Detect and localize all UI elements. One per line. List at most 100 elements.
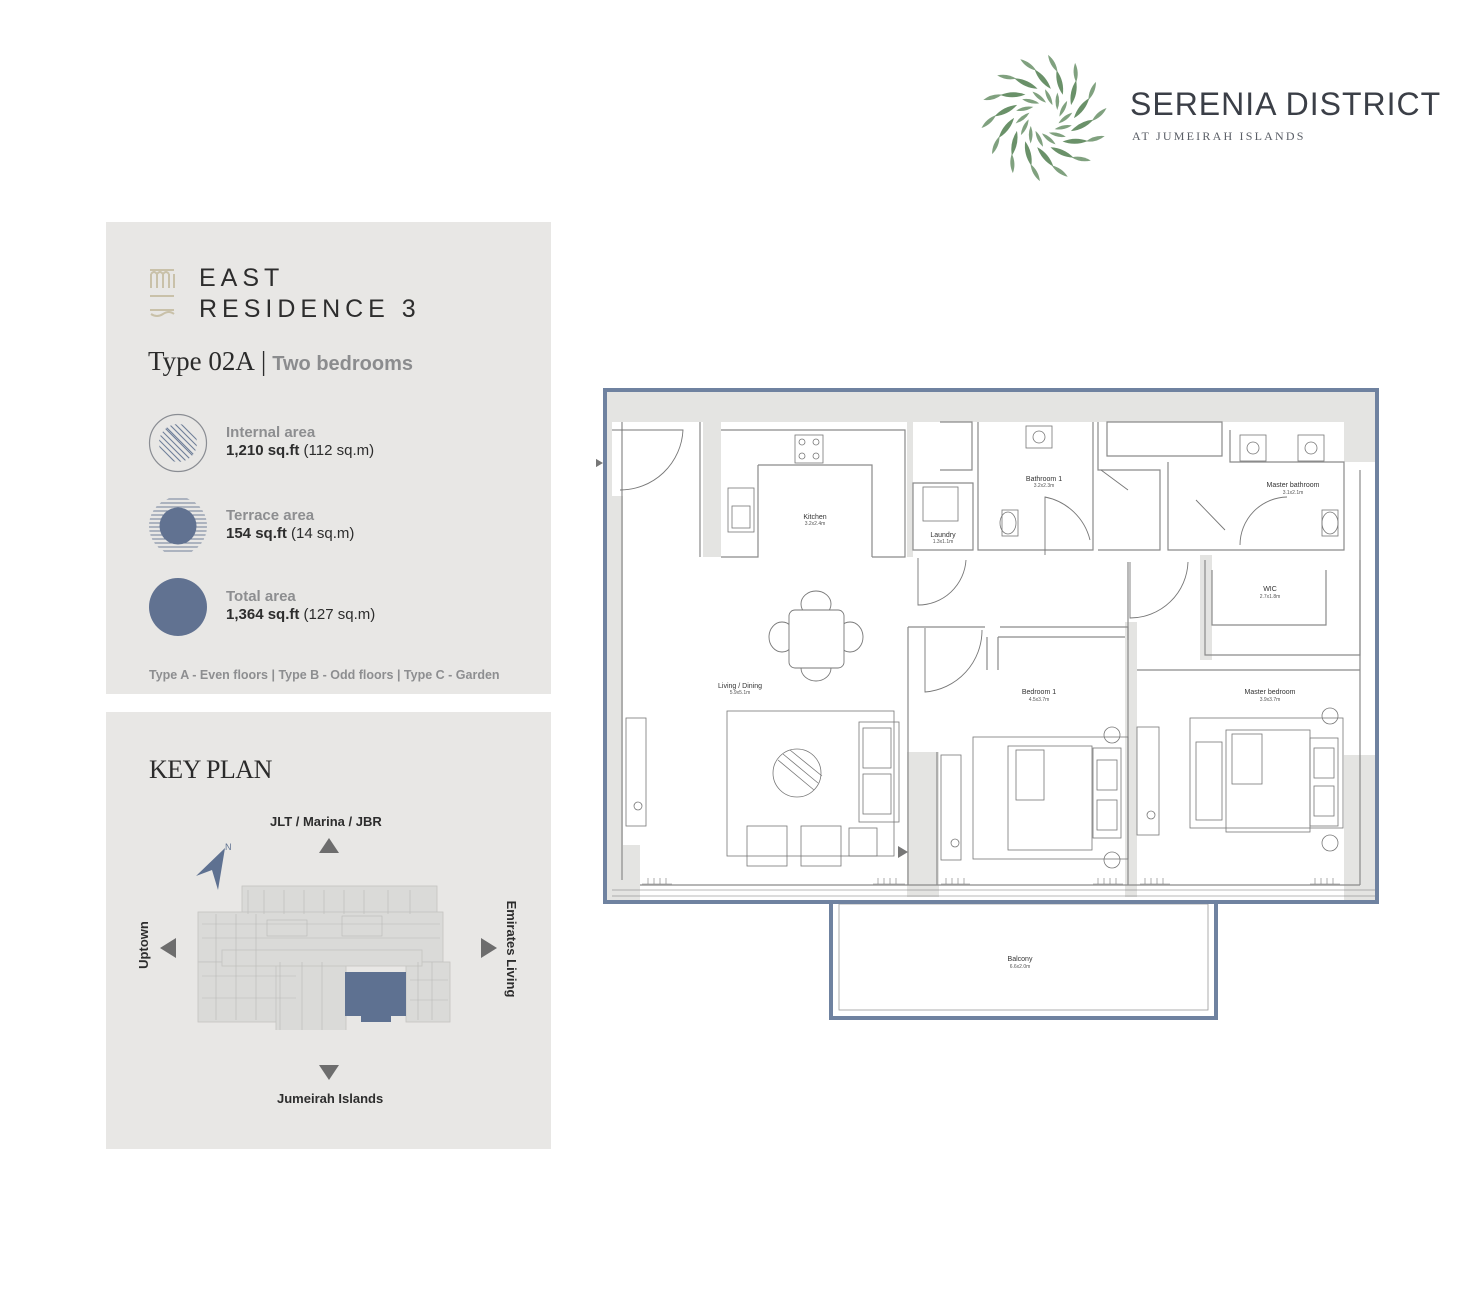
total-area-label: Total area xyxy=(226,588,296,605)
logo-leaf xyxy=(1022,98,1040,104)
total-area-sqft: 1,364 sq.ft xyxy=(226,606,300,623)
north-compass-icon: N xyxy=(196,842,232,890)
arrow-left-icon xyxy=(160,938,176,958)
logo-leaf xyxy=(1073,62,1078,83)
key-plan-east-label: Emirates Living xyxy=(504,900,519,998)
logo-leaf xyxy=(998,117,1015,138)
logo-leaf xyxy=(1011,130,1018,156)
logo-leaf xyxy=(1015,112,1030,124)
key-plan-west-label: Uptown xyxy=(136,921,151,969)
logo-leaf xyxy=(1048,132,1066,138)
terrace-area-value: 154 sq.ft (14 sq.m) xyxy=(226,525,354,542)
room-laundry-dim: 1.3x1.1m xyxy=(933,539,954,545)
logo-leaf xyxy=(1070,80,1077,106)
unit-type-separator: | xyxy=(260,346,267,376)
key-plan-map xyxy=(197,885,451,1030)
logo-leaf xyxy=(1070,119,1094,132)
logo-leaf xyxy=(1055,92,1060,111)
logo-leaf xyxy=(1054,124,1072,130)
logo-leaf xyxy=(1020,59,1037,71)
logo-leaf xyxy=(992,136,1000,155)
entrance-arrow-icon xyxy=(596,458,603,468)
room-bedroom1-dim: 4.5x3.7m xyxy=(1029,697,1050,703)
room-balcony-dim: 6.6x2.0m xyxy=(1010,964,1031,970)
logo-leaf xyxy=(1056,70,1064,95)
logo-leaf xyxy=(1024,141,1032,166)
room-laundry: Laundry xyxy=(930,532,956,539)
terrace-area-label: Terrace area xyxy=(226,507,315,524)
room-bedroom1: Bedroom 1 xyxy=(1022,689,1056,696)
logo-leaf xyxy=(1014,78,1038,89)
logo-leaf xyxy=(1035,130,1043,147)
key-plan-title: KEY PLAN xyxy=(149,755,272,784)
logo-leaf xyxy=(1000,92,1026,98)
building-mark-icon xyxy=(150,269,175,317)
room-master-bathroom-dim: 3.1x2.1m xyxy=(1283,490,1304,496)
unit-bedrooms: Two bedrooms xyxy=(272,353,413,375)
logo-leaf xyxy=(981,115,996,129)
logo-leaf xyxy=(1088,81,1096,100)
internal-area-icon xyxy=(148,413,208,473)
building-name-line1: EAST xyxy=(199,264,285,292)
logo-leaf xyxy=(983,94,1002,101)
logo-leaf xyxy=(1048,54,1058,72)
logo-leaf xyxy=(1034,69,1051,89)
type-note: Type A - Even floors | Type B - Odd floo… xyxy=(149,668,500,682)
key-plan-north-label: JLT / Marina / JBR xyxy=(270,814,382,829)
room-living-dim: 5.9x5.1m xyxy=(730,690,751,696)
unit-type-row: Type 02A|Two bedrooms xyxy=(148,346,413,377)
room-kitchen-dim: 3.2x2.4m xyxy=(805,521,826,527)
logo-leaf xyxy=(1037,147,1054,167)
building-name-line2: RESIDENCE 3 xyxy=(199,295,421,323)
internal-area-value: 1,210 sq.ft (112 sq.m) xyxy=(226,442,374,459)
terrace-area-icon xyxy=(149,498,207,552)
room-master-bedroom-dim: 3.9x3.7m xyxy=(1260,697,1281,703)
internal-area-sqft: 1,210 sq.ft xyxy=(226,442,300,459)
compass-n-label: N xyxy=(225,842,232,852)
room-master-bathroom: Master bathroom xyxy=(1267,482,1320,489)
logo-leaf xyxy=(1086,135,1105,142)
logo-leaf xyxy=(1032,91,1047,103)
total-area-sqm: (127 sq.m) xyxy=(303,606,376,623)
serenia-logo-icon xyxy=(981,54,1107,182)
logo-leaf xyxy=(1050,147,1074,158)
room-bathroom1-dim: 3.2x2.3m xyxy=(1034,483,1055,489)
room-living: Living / Dining xyxy=(718,683,762,690)
arrow-up-icon xyxy=(319,838,339,853)
logo-leaf xyxy=(1020,119,1029,136)
room-master-bedroom: Master bedroom xyxy=(1245,689,1296,696)
room-kitchen: Kitchen xyxy=(803,514,826,521)
terrace-area-sqft: 154 sq.ft xyxy=(226,525,287,542)
brand-subtitle: AT JUMEIRAH ISLANDS xyxy=(1132,129,1306,143)
room-bathroom1: Bathroom 1 xyxy=(1026,476,1062,483)
logo-leaf xyxy=(1041,133,1056,145)
logo-leaf xyxy=(994,104,1018,117)
logo-leaf xyxy=(1016,106,1034,112)
total-area-value: 1,364 sq.ft (127 sq.m) xyxy=(226,606,375,623)
room-wic-dim: 2.7x1.8m xyxy=(1260,594,1281,600)
internal-area-label: Internal area xyxy=(226,424,316,441)
logo-leaf xyxy=(1058,112,1073,124)
brand-title: SERENIA DISTRICT xyxy=(1130,86,1442,122)
logo-leaf xyxy=(1045,89,1053,106)
key-plan-south-label: Jumeirah Islands xyxy=(277,1091,384,1106)
terrace-area-sqm: (14 sq.m) xyxy=(291,525,355,542)
logo-leaf xyxy=(1028,125,1033,144)
arrow-right-icon xyxy=(481,938,497,958)
logo-leaf xyxy=(1059,100,1068,117)
arrow-down-icon xyxy=(319,1065,339,1080)
total-area-icon xyxy=(149,578,207,636)
logo-leaf xyxy=(1010,153,1015,174)
logo-leaf xyxy=(997,74,1017,80)
unit-type: Type 02A xyxy=(148,346,255,376)
logo-leaf xyxy=(1073,98,1090,119)
room-balcony: Balcony xyxy=(1008,956,1033,963)
logo-leaf xyxy=(1071,156,1091,162)
logo-leaf xyxy=(1030,164,1040,182)
internal-area-sqm: (112 sq.m) xyxy=(303,442,375,459)
room-wic: WIC xyxy=(1263,586,1277,593)
floor-plan: Kitchen 3.2x2.4m Laundry 1.3x1.1m Bathro… xyxy=(596,388,1379,1020)
logo-leaf xyxy=(1062,138,1088,144)
logo-leaf xyxy=(1092,107,1107,121)
logo-leaf xyxy=(1051,165,1068,177)
